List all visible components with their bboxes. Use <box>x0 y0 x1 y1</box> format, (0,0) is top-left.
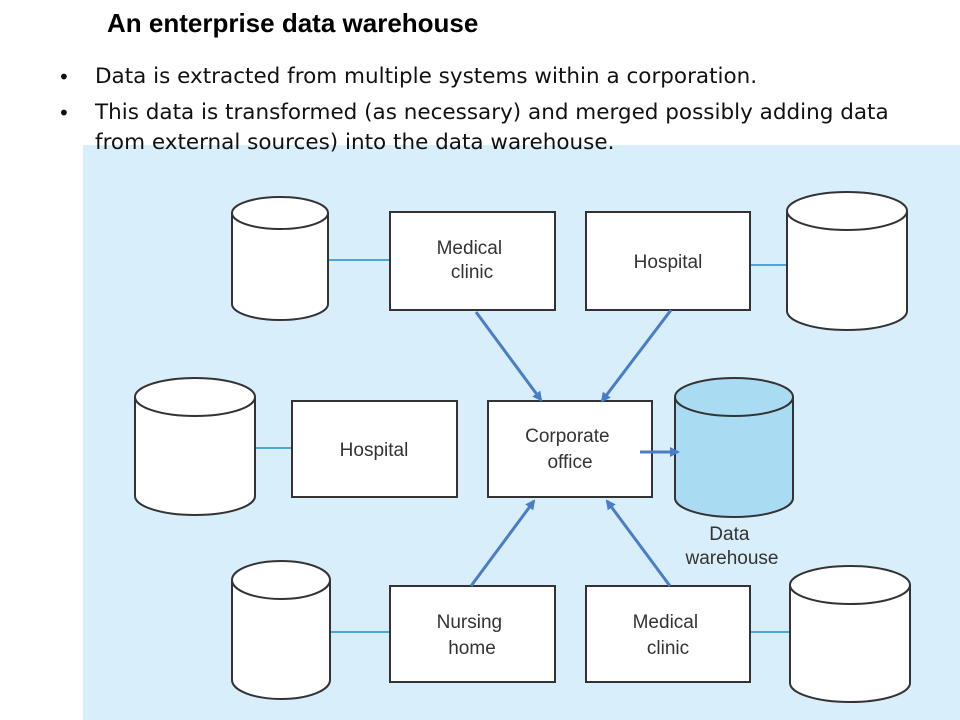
bullet-item: • Data is extracted from multiple system… <box>58 62 938 92</box>
bullet-text: This data is transformed (as necessary) … <box>95 100 889 155</box>
svg-text:Medical clinic: Medical clinic <box>633 612 704 659</box>
database-icon <box>786 191 908 331</box>
bullet-list: • Data is extracted from multiple system… <box>58 62 938 164</box>
bullet-item: • This data is transformed (as necessary… <box>58 98 938 158</box>
hospital-node: Hospital <box>291 400 458 498</box>
warehouse-label: Data warehouse <box>685 524 779 569</box>
svg-text:Medical clinic: Medical clinic <box>437 238 508 283</box>
flow-arrow <box>605 499 672 587</box>
nursing-home-node: Nursing home <box>389 585 556 683</box>
bullet-text: Data is extracted from multiple systems … <box>95 64 758 89</box>
hospital-node: Hospital <box>585 211 751 311</box>
database-icon <box>231 196 329 321</box>
bullet-icon: • <box>58 101 70 125</box>
flow-arrow <box>474 311 543 402</box>
page-title: An enterprise data warehouse <box>107 8 479 38</box>
database-icon <box>789 565 911 703</box>
data-warehouse-icon <box>674 377 794 518</box>
database-icon <box>134 377 256 516</box>
flow-arrow <box>600 309 673 403</box>
medical-clinic-node: Medical clinic <box>389 211 556 311</box>
svg-text:Nursing home: Nursing home <box>437 612 508 659</box>
svg-text:Hospital: Hospital <box>634 252 703 273</box>
bullet-icon: • <box>58 65 70 89</box>
corporate-office-node: Corporate office <box>487 400 653 498</box>
svg-text:Corporate office: Corporate office <box>525 426 615 473</box>
svg-text:Hospital: Hospital <box>340 440 409 461</box>
medical-clinic-node: Medical clinic <box>585 585 751 683</box>
database-icon <box>231 560 331 700</box>
flow-arrow <box>469 499 536 587</box>
